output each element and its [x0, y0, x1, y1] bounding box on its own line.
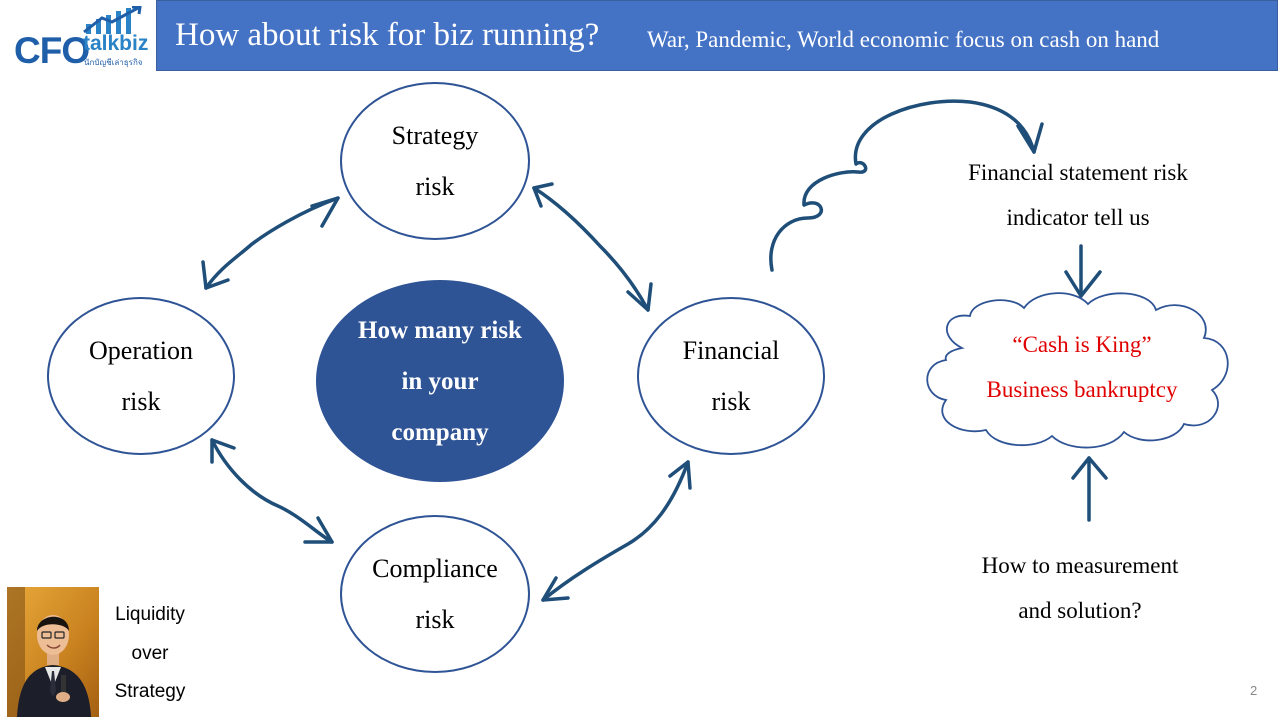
logo-tagline: นักบัญชีเล่าธุรกิจ: [84, 58, 143, 67]
arrow-operation-compliance: [210, 438, 334, 544]
statement-line2: indicator tell us: [1006, 205, 1150, 230]
statement-line1: Financial statement risk: [968, 160, 1188, 185]
title-bar: How about risk for biz running? War, Pan…: [156, 0, 1278, 71]
arrow-strategy-financial: [532, 186, 650, 312]
center-line2: in your: [401, 367, 479, 395]
strategy-risk-node: Strategy risk: [340, 82, 530, 240]
arrow-strategy-operation: [204, 196, 340, 290]
growth-chart-icon: [83, 6, 142, 34]
statement-indicator-text: Financial statement risk indicator tell …: [940, 150, 1216, 240]
center-line1: How many risk: [358, 316, 522, 344]
financial-risk-line1: Financial: [682, 336, 780, 365]
center-question-node: How many risk in your company: [316, 280, 564, 482]
logo-talkbiz-text: talkbiz: [83, 32, 149, 55]
slide-subtitle: War, Pandemic, World economic focus on c…: [647, 27, 1160, 52]
presenter-quote: Liquidity over Strategy: [108, 596, 192, 712]
compliance-risk-line2: risk: [415, 605, 455, 634]
financial-risk-node: Financial risk: [637, 297, 825, 455]
cloud-label: “Cash is King” Business bankruptcy: [932, 322, 1232, 412]
quote-line1: Liquidity: [115, 604, 185, 625]
compliance-risk-line1: Compliance: [372, 554, 498, 583]
financial-risk-line2: risk: [711, 387, 751, 416]
quote-line3: Strategy: [114, 681, 186, 702]
question-line2: and solution?: [1018, 598, 1142, 623]
page-number: 2: [1250, 683, 1258, 698]
center-line3: company: [391, 418, 489, 446]
slide-title: How about risk for biz running?: [175, 17, 600, 53]
operation-risk-line1: Operation: [89, 336, 193, 365]
quote-line2: over: [131, 642, 169, 664]
arrow-financial-statement: [769, 99, 1036, 272]
compliance-risk-node: Compliance risk: [340, 515, 530, 673]
operation-risk-node: Operation risk: [47, 297, 235, 455]
logo-cfo-text: CFO: [14, 30, 90, 71]
presenter-photo: [7, 587, 99, 717]
operation-risk-line2: risk: [121, 387, 161, 416]
strategy-risk-line2: risk: [415, 172, 455, 201]
cloud-shape: [926, 292, 1229, 449]
measurement-question-text: How to measurement and solution?: [952, 543, 1208, 633]
cloud-line1: “Cash is King”: [1012, 332, 1152, 357]
question-line1: How to measurement: [981, 553, 1179, 578]
cloud-line2: Business bankruptcy: [986, 377, 1178, 402]
strategy-risk-line1: Strategy: [391, 121, 479, 150]
arrow-compliance-financial: [541, 460, 690, 602]
cfo-talkbiz-logo: CFO talkbiz นักบัญชีเล่าธุรกิจ: [12, 6, 152, 71]
